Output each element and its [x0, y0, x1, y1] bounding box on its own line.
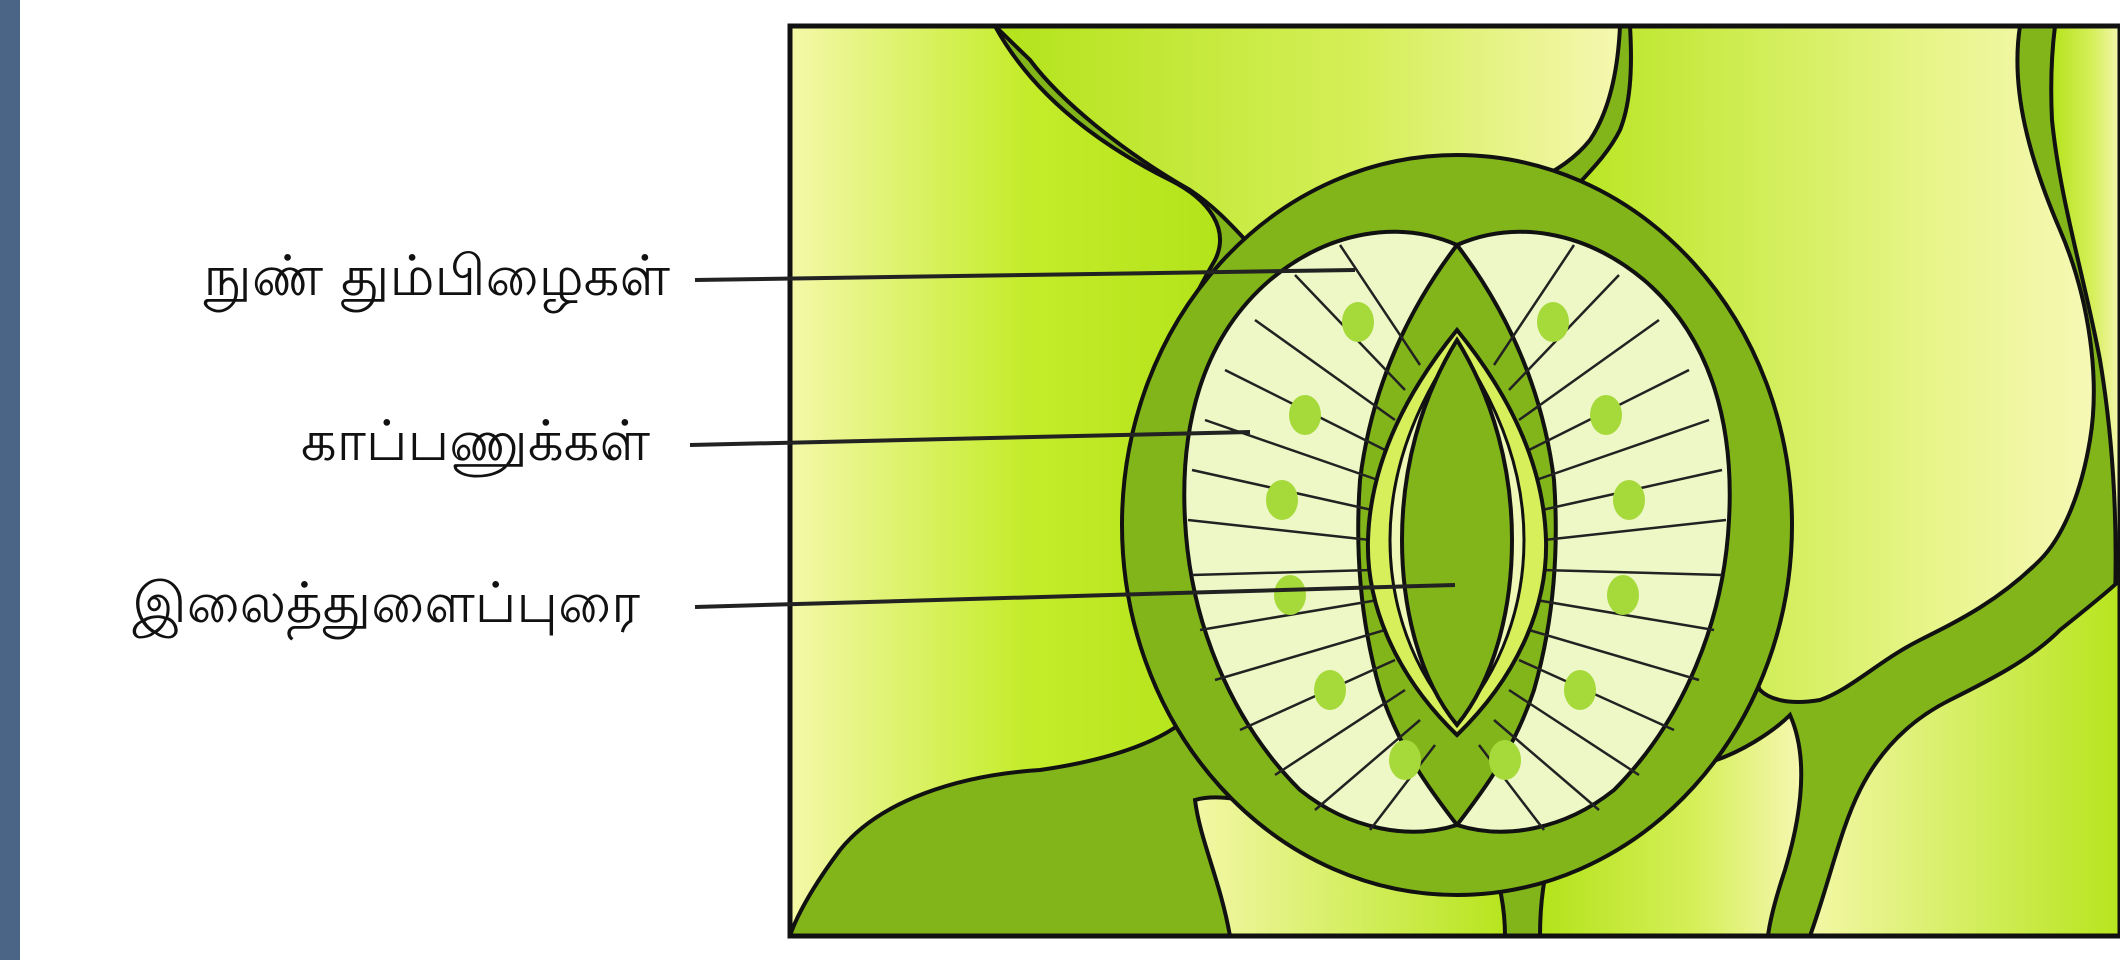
label-guard-cells: காப்பணுக்கள்	[301, 409, 650, 481]
label-guard-cells-box: காப்பணுக்கள்	[20, 410, 650, 480]
label-microfibrils: நுண் தும்பிழைகள்	[203, 244, 670, 316]
label-microfibrils-box: நுண் தும்பிழைகள்	[20, 245, 670, 315]
label-stoma-box: இலைத்துளைப்புரை	[20, 572, 640, 642]
label-stoma: இலைத்துளைப்புரை	[132, 571, 640, 643]
